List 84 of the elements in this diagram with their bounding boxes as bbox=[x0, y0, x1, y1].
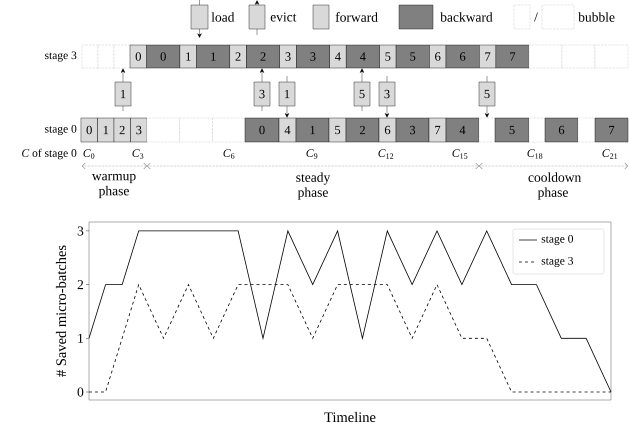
bubble-block bbox=[180, 118, 212, 142]
legend-separator: / bbox=[534, 12, 538, 22]
transfer-box: 1 bbox=[114, 82, 132, 112]
transfer-box: 5 bbox=[478, 76, 496, 106]
forward-block: 4 bbox=[329, 44, 346, 68]
forward-block: 7 bbox=[428, 118, 446, 142]
backward-block: 2 bbox=[346, 118, 380, 142]
backward-block: 3 bbox=[396, 118, 430, 142]
backward-block: 5 bbox=[494, 118, 530, 142]
phase-label: steady phase bbox=[296, 172, 330, 200]
legend-label: bubble bbox=[578, 12, 614, 22]
bubble-block bbox=[98, 44, 114, 68]
legend-label: backward bbox=[440, 12, 493, 22]
transfer-box: 3 bbox=[378, 76, 396, 106]
bubble-block bbox=[578, 118, 596, 142]
forward-block: 7 bbox=[479, 44, 496, 68]
forward-block: 3 bbox=[280, 44, 296, 68]
bubble-block bbox=[114, 44, 130, 68]
row-label: stage 0 bbox=[45, 124, 76, 136]
backward-block: 5 bbox=[396, 44, 430, 68]
arrow bbox=[484, 106, 490, 118]
bubble-block bbox=[82, 44, 98, 68]
step-label: C$_{18}$ bbox=[527, 149, 542, 159]
bubble-block bbox=[562, 44, 596, 68]
arrow bbox=[120, 68, 126, 82]
arrow bbox=[284, 106, 290, 118]
legend-label: load bbox=[211, 12, 234, 22]
backward-block: 0 bbox=[146, 44, 180, 68]
legend-label: forward bbox=[336, 12, 378, 22]
step-label: C$_{12}$ bbox=[378, 149, 394, 159]
axis-label: C of stage 0 bbox=[22, 148, 76, 160]
tick-label: 2 bbox=[78, 280, 84, 290]
backward-block: 6 bbox=[544, 118, 578, 142]
transfer-box: 3 bbox=[254, 82, 270, 112]
backward-block: 3 bbox=[296, 44, 330, 68]
backward-block: 0 bbox=[244, 118, 280, 142]
backward-block: 6 bbox=[446, 44, 480, 68]
forward-block: 1 bbox=[180, 44, 197, 68]
tick-label: 1 bbox=[78, 334, 83, 343]
forward-block: 2 bbox=[114, 118, 131, 142]
bubble-block bbox=[528, 44, 562, 68]
arrow bbox=[384, 106, 390, 118]
backward-block: 4 bbox=[446, 118, 480, 142]
step-label: C$_{15}$ bbox=[452, 149, 468, 159]
step-label: C$_{6}$ bbox=[224, 149, 234, 159]
bubble-block bbox=[528, 118, 546, 142]
row-label: stage 3 bbox=[45, 51, 76, 62]
forward-block: 0 bbox=[130, 44, 147, 68]
bubble-block bbox=[594, 44, 628, 68]
legend-label: stage 0 bbox=[542, 234, 574, 246]
backward-block: 7 bbox=[496, 44, 530, 68]
legend-label: evict bbox=[270, 12, 296, 22]
step-label: C$_{3}$ bbox=[132, 149, 144, 159]
phase-label: cooldown phase bbox=[528, 172, 582, 200]
phase-label: warmup phase bbox=[92, 174, 136, 198]
arrow bbox=[260, 68, 264, 82]
transfer-box: 5 bbox=[354, 82, 370, 112]
step-label: C$_{21}$ bbox=[602, 149, 618, 159]
bubble-block bbox=[146, 118, 180, 142]
backward-block: 1 bbox=[296, 118, 330, 142]
transfer-box: 1 bbox=[278, 76, 296, 106]
bubble-block bbox=[478, 118, 496, 142]
bubble-block bbox=[212, 118, 246, 142]
forward-block: 2 bbox=[230, 44, 247, 68]
step-label: C$_{9}$ bbox=[306, 149, 318, 159]
step-label: C$_{0}$ bbox=[84, 149, 94, 159]
tick-label: 0 bbox=[78, 387, 84, 397]
forward-block: 0 bbox=[80, 118, 98, 142]
tick-label: 3 bbox=[78, 226, 84, 236]
forward-block: 3 bbox=[130, 118, 148, 142]
backward-block: 2 bbox=[246, 44, 280, 68]
axis-title: # Saved micro-batches bbox=[56, 245, 66, 377]
forward-block: 5 bbox=[328, 118, 346, 142]
forward-block: 4 bbox=[278, 118, 296, 142]
forward-block: 5 bbox=[379, 44, 396, 68]
backward-block: 4 bbox=[346, 44, 380, 68]
backward-block: 1 bbox=[196, 44, 230, 68]
backward-block: 7 bbox=[594, 118, 628, 142]
axis-title: Timeline bbox=[324, 412, 376, 422]
forward-block: 6 bbox=[429, 44, 446, 68]
forward-block: 6 bbox=[378, 118, 396, 142]
legend-label: stage 3 bbox=[542, 256, 574, 268]
forward-block: 1 bbox=[97, 118, 114, 142]
arrow bbox=[360, 68, 364, 82]
